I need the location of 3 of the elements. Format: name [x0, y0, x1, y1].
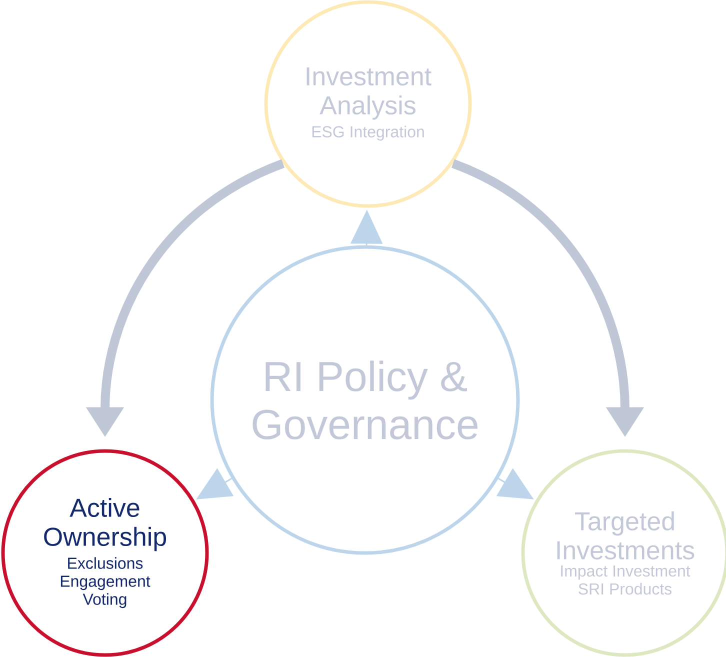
circle-node: Investment Analysis ESG Integration: [264, 0, 472, 208]
circle-node: RI Policy & Governance: [210, 245, 520, 555]
circle-node: Active Ownership Exclusions Engagement Voting: [1, 449, 209, 657]
